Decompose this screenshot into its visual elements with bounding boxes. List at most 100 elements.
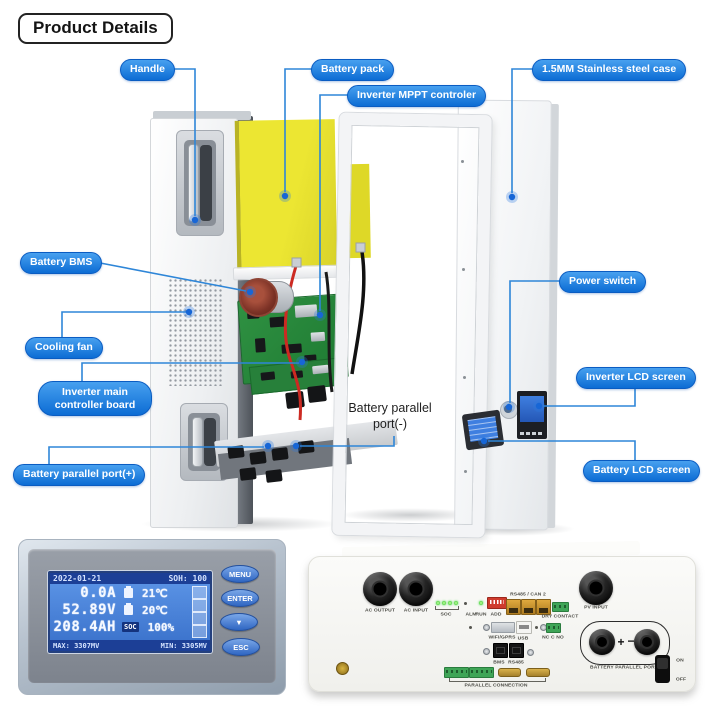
dry-contact-label: DRY CONTACT	[541, 613, 579, 619]
callout-battery-lcd: Battery LCD screen	[583, 460, 701, 482]
lcd-status-bar: 2022-01-21 SOH: 100	[50, 573, 210, 584]
callout-leaders	[48, 68, 636, 467]
ac-input-label: AC INPUT	[403, 607, 429, 613]
rj45-port	[506, 599, 521, 615]
soc-badge: SOC	[122, 622, 139, 632]
callout-line: Battery parallel	[348, 401, 432, 415]
alm-label: ALM	[465, 611, 477, 617]
parallel-terminal	[444, 667, 469, 678]
pv-input-connector	[579, 571, 613, 605]
page-title: Product Details	[18, 13, 173, 44]
rear-panel-photo: AC OUTPUT AC INPUT PV INPUT SOC ALM RUN …	[300, 535, 702, 707]
lcd-soc-value: 100%	[147, 620, 175, 634]
screw	[527, 649, 534, 656]
soc-label: SOC	[440, 611, 452, 617]
db9-connector	[498, 668, 521, 677]
parallel-terminal	[469, 667, 494, 678]
tower-top-face	[153, 111, 251, 120]
nc-c-no-label: NC C NO	[542, 634, 564, 640]
dot-parallel-minus	[290, 440, 302, 452]
lcd-voltage-row: 52.89V 20℃	[52, 601, 168, 619]
indicator-dot	[535, 626, 538, 629]
callout-inverter-main-board: Inverter main controller board	[38, 381, 152, 417]
lcd-soh: SOH: 100	[168, 574, 207, 583]
dot-parallel-plus	[262, 440, 274, 452]
callout-inverter-lcd: Inverter LCD screen	[576, 367, 696, 389]
lcd-current: 0.0A	[80, 585, 116, 601]
toroid-coil	[239, 278, 278, 317]
lcd-screen: 2022-01-21 SOH: 100 0.0A 21℃ 52.89V 20℃	[48, 571, 212, 653]
screw	[463, 376, 466, 379]
soc-led	[436, 601, 440, 605]
rs485-label: RS485	[508, 659, 524, 665]
soc-led	[448, 601, 452, 605]
lcd-bar-cell	[192, 599, 207, 612]
dot-battery-pack	[279, 190, 291, 202]
minus-sign: −	[627, 634, 635, 648]
screw	[483, 648, 490, 655]
on-label: ON	[676, 657, 684, 663]
callout-line: port(-)	[372, 416, 408, 431]
down-arrow-button: ▼	[220, 613, 258, 631]
bms-label: BMS	[493, 659, 505, 665]
lcd-current-row: 0.0A 21℃	[52, 584, 168, 602]
parallel-port-plus	[589, 629, 615, 655]
dot-battery-lcd	[478, 435, 490, 447]
callout-battery-pack: Battery pack	[311, 59, 395, 81]
ac-output-label: AC OUTPUT	[364, 607, 396, 613]
callout-battery-bms: Battery BMS	[20, 252, 103, 274]
callout-line: controller board	[54, 398, 136, 411]
parallel-connection-label: PARALLEL CONNECTION	[464, 682, 528, 688]
callout-inverter-mppt: Inverter MPPT controler	[347, 85, 487, 107]
battery-icon	[124, 603, 133, 615]
screw	[461, 160, 464, 163]
battery-parallel-port-label: BATTERY PARALLEL PORT	[590, 664, 658, 670]
lcd-capacity: 208.4AH	[53, 619, 116, 635]
lcd-max: MAX: 3307MV	[53, 641, 100, 650]
ground-screw	[336, 662, 349, 675]
callout-handle: Handle	[120, 59, 176, 81]
lcd-temp-2: 20℃	[142, 603, 168, 617]
plus-sign: +	[617, 635, 625, 649]
lcd-temp-1: 21℃	[142, 586, 168, 600]
screw	[462, 268, 465, 271]
battery-icon	[124, 586, 133, 598]
run-label: RUN	[475, 611, 487, 617]
on-off-switch	[655, 655, 670, 683]
menu-button: MENU	[221, 565, 259, 583]
pv-input-label: PV INPUT	[584, 604, 608, 610]
dot-inverter-lcd	[533, 400, 545, 412]
callout-line: Inverter main	[62, 386, 128, 398]
rs485-can2-label: RS485 / CAN 2	[510, 591, 546, 597]
off-label: OFF	[675, 676, 687, 682]
run-led	[479, 601, 483, 605]
lcd-bar-cell	[192, 586, 207, 599]
callout-battery-parallel-plus: Battery parallel port(+)	[13, 464, 146, 486]
shadow	[340, 508, 480, 522]
usb-label: USB	[517, 635, 529, 641]
soc-led	[454, 601, 458, 605]
dot-main-board	[296, 356, 308, 368]
lcd-bezel: 2022-01-21 SOH: 100 0.0A 21℃ 52.89V 20℃	[28, 549, 276, 683]
screw	[464, 470, 467, 473]
indicator-dot	[469, 626, 472, 629]
lcd-bar-cell	[192, 625, 207, 638]
dot-mppt	[314, 309, 326, 321]
cooling-vents	[168, 278, 224, 386]
parallel-port-minus	[634, 629, 660, 655]
rj45-port	[521, 599, 536, 615]
lcd-capacity-row: 208.4AH SOC 100%	[52, 618, 174, 636]
dot-fan	[183, 306, 195, 318]
soc-bracket	[435, 606, 459, 610]
address-dip-switch	[487, 597, 507, 609]
callout-cooling-fan: Cooling fan	[25, 337, 103, 359]
enter-button: ENTER	[221, 589, 259, 607]
bms-port	[493, 643, 508, 658]
esc-button: ESC	[222, 638, 260, 656]
dot-bms	[244, 286, 256, 298]
add-label: ADD	[490, 611, 502, 617]
callout-battery-parallel-minus: Battery parallel port(-)	[338, 401, 442, 432]
lcd-date: 2022-01-21	[53, 574, 102, 583]
lcd-device: 2022-01-21 SOH: 100 0.0A 21℃ 52.89V 20℃	[18, 539, 286, 695]
parallel-bracket	[449, 678, 546, 682]
